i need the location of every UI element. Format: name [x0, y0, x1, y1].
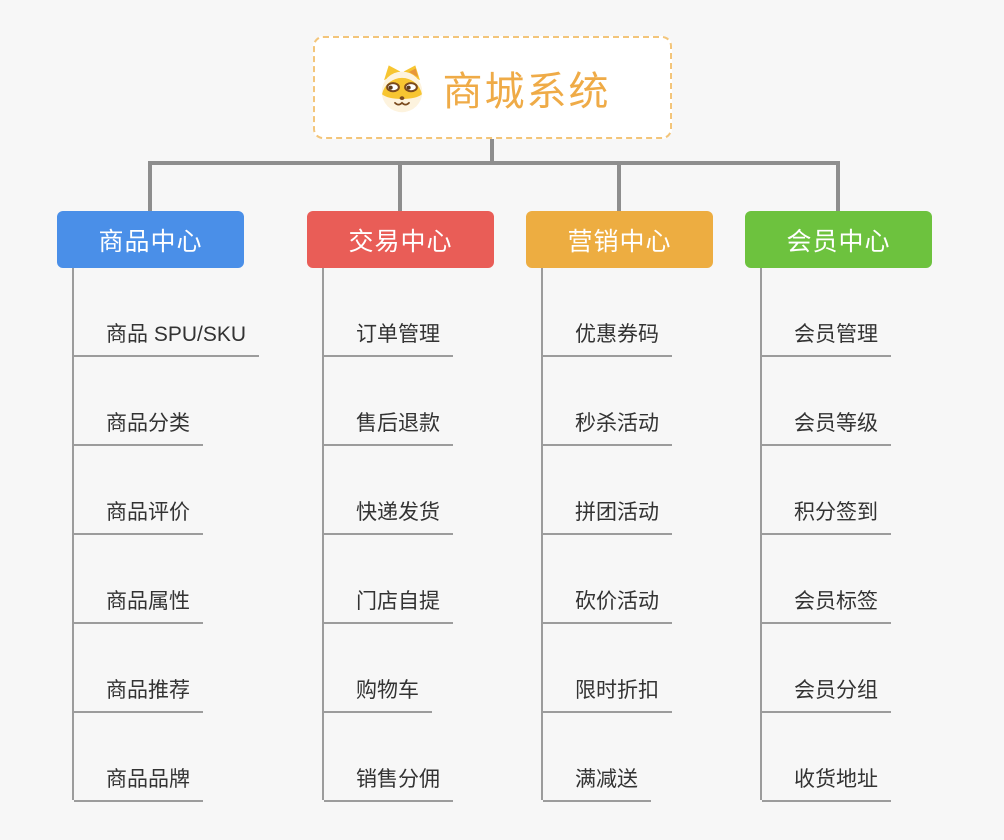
leaf-node[interactable]: 砍价活动	[543, 587, 672, 624]
leaf-node[interactable]: 优惠券码	[543, 320, 672, 357]
leaf-node[interactable]: 限时折扣	[543, 676, 672, 713]
doge-icon	[381, 64, 422, 112]
leaf-node[interactable]: 会员分组	[762, 676, 891, 713]
leaf-node[interactable]: 商品分类	[74, 409, 203, 446]
branch-children: 商品 SPU/SKU 商品分类 商品评价 商品属性 商品推荐 商品品牌	[72, 268, 294, 802]
leaf-node[interactable]: 快递发货	[324, 498, 453, 535]
leaf-node[interactable]: 积分签到	[762, 498, 891, 535]
leaf-node[interactable]: 商品 SPU/SKU	[74, 320, 260, 357]
branch-header-trade[interactable]: 交易中心	[307, 211, 494, 268]
leaf-node[interactable]: 会员标签	[762, 587, 891, 624]
leaf-node[interactable]: 销售分佣	[324, 765, 453, 802]
leaf-node[interactable]: 商品推荐	[74, 676, 203, 713]
branch-header-goods[interactable]: 商品中心	[57, 211, 244, 268]
connector-horizontal	[148, 161, 840, 165]
leaf-node[interactable]: 会员管理	[762, 320, 891, 357]
branch-children: 会员管理 会员等级 积分签到 会员标签 会员分组 收货地址	[760, 268, 982, 802]
leaf-node[interactable]: 商品品牌	[74, 765, 203, 802]
branch-header-member[interactable]: 会员中心	[745, 211, 932, 268]
leaf-node[interactable]: 订单管理	[324, 320, 453, 357]
leaf-node[interactable]: 秒杀活动	[543, 409, 672, 446]
branch-children: 优惠券码 秒杀活动 拼团活动 砍价活动 限时折扣 满减送	[541, 268, 763, 802]
leaf-node[interactable]: 会员等级	[762, 409, 891, 446]
leaf-node[interactable]: 商品属性	[74, 587, 203, 624]
connector-branch-stub	[836, 161, 840, 211]
leaf-node[interactable]: 拼团活动	[543, 498, 672, 535]
leaf-node[interactable]: 商品评价	[74, 498, 203, 535]
branch-children: 订单管理 售后退款 快递发货 门店自提 购物车 销售分佣	[322, 268, 544, 802]
branch-header-marketing[interactable]: 营销中心	[526, 211, 713, 268]
leaf-node[interactable]: 满减送	[543, 765, 651, 802]
connector-branch-stub	[617, 161, 621, 211]
leaf-node[interactable]: 门店自提	[324, 587, 453, 624]
connector-branch-stub	[398, 161, 402, 211]
leaf-node[interactable]: 收货地址	[762, 765, 891, 802]
connector-root-stub	[490, 139, 494, 165]
leaf-node[interactable]: 售后退款	[324, 409, 453, 446]
leaf-node[interactable]: 购物车	[324, 676, 432, 713]
root-node[interactable]: 商城系统	[313, 36, 672, 139]
connector-branch-stub	[148, 161, 152, 211]
root-title: 商城系统	[442, 69, 611, 114]
